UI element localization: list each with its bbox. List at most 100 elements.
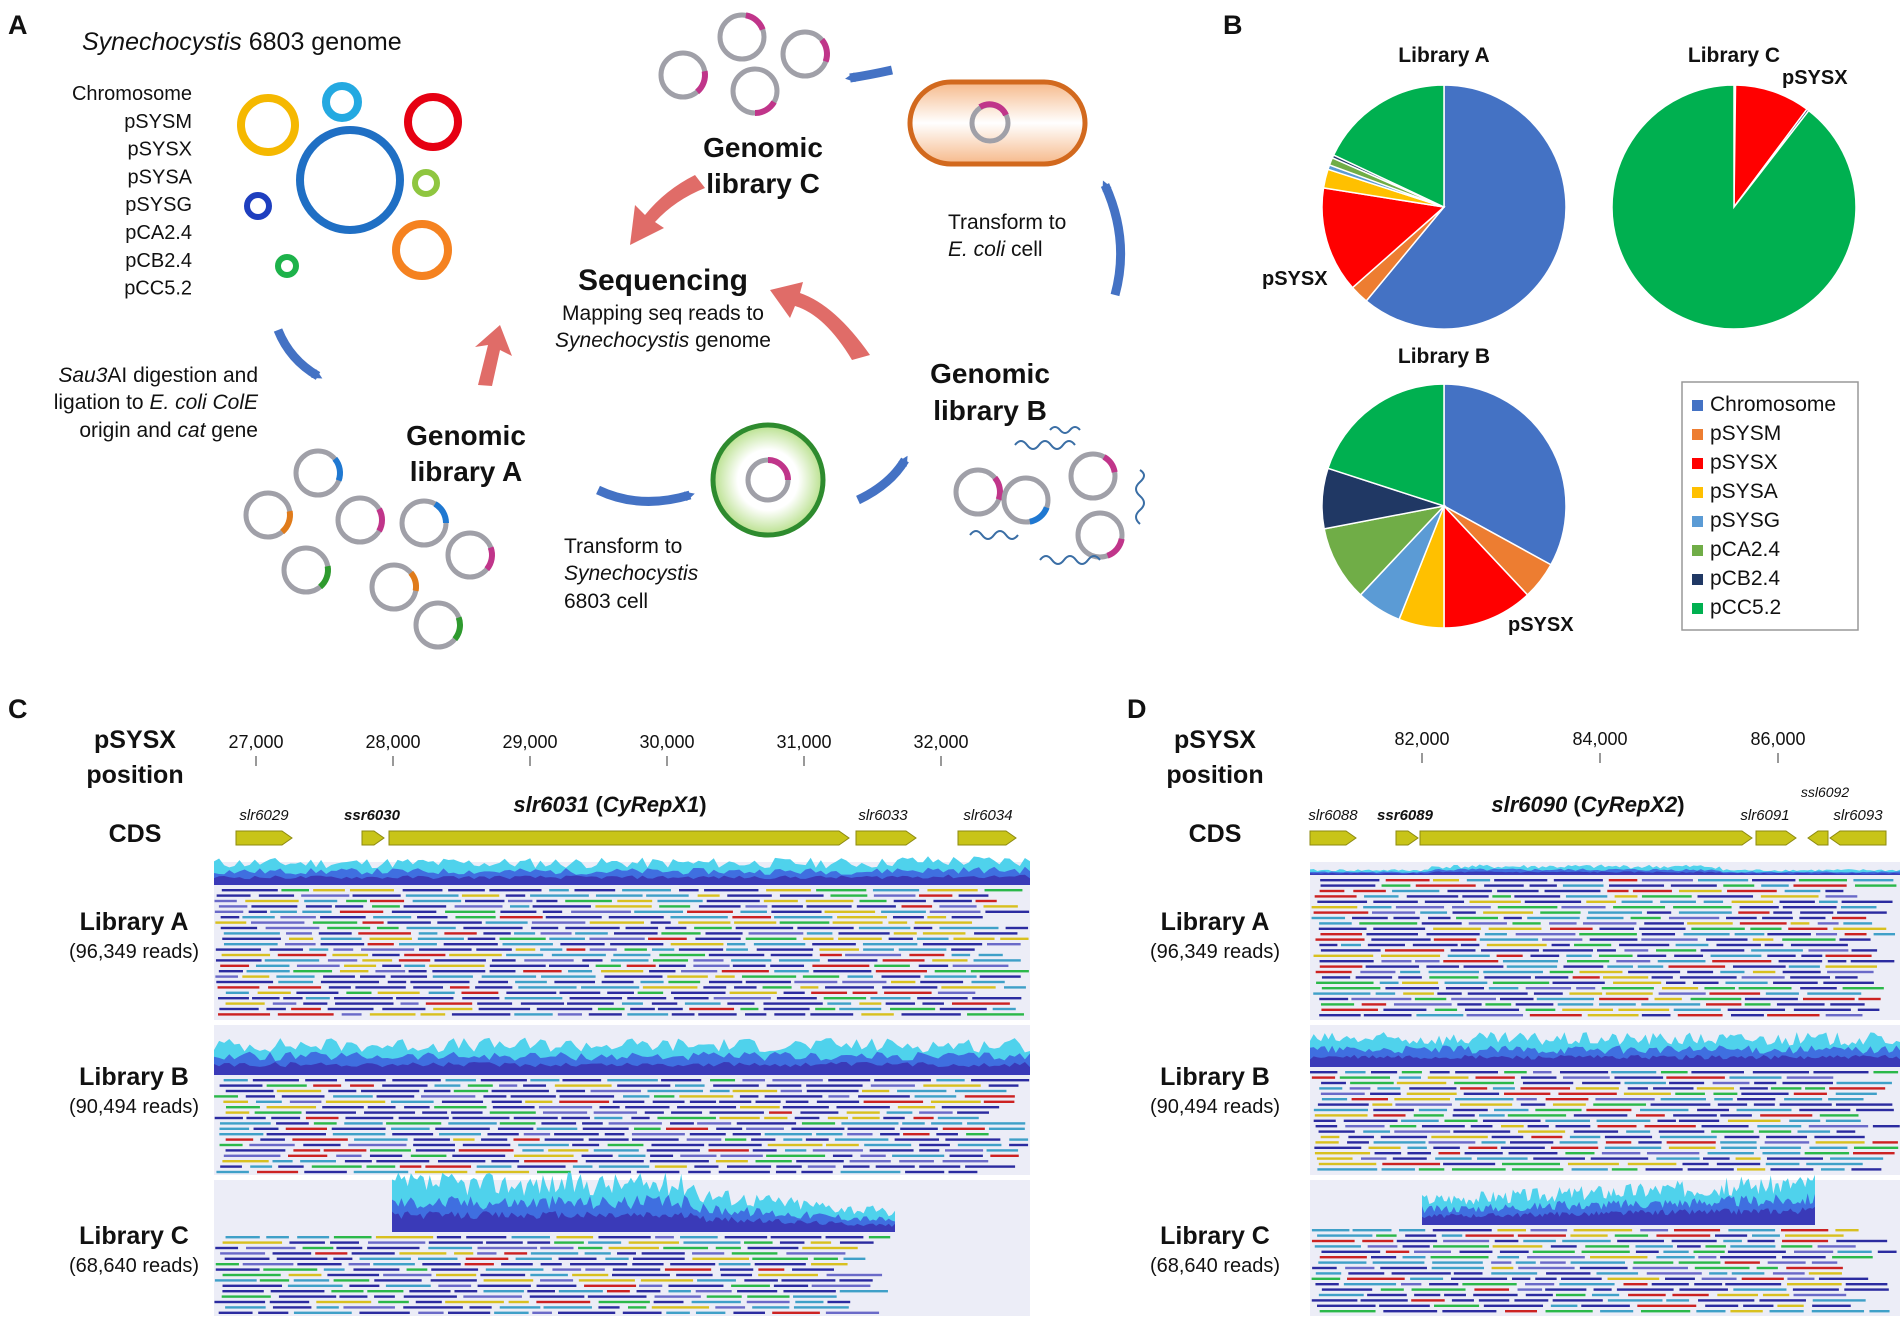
panel-d-track-labels: Library A(96,349 reads)Library B(90,494 … [1150, 908, 1280, 1277]
library-c-plasmids [658, 12, 830, 116]
replicon-name-7: pCC5.2 [124, 278, 192, 300]
legend-swatch-6 [1692, 574, 1703, 585]
panel-c-coverage-library-c [214, 1172, 1030, 1316]
seq-arrow-from-c [630, 175, 705, 245]
to-library-b-arrow [856, 455, 909, 505]
gene-label-ssr6089: ssr6089 [1377, 807, 1434, 824]
library-c-title-1: Genomic [703, 132, 823, 163]
transform-syn-text-3: 6803 cell [564, 590, 648, 613]
panel-c-track-reads-0: (96,349 reads) [69, 941, 199, 963]
panel-d-position-label-2: position [1166, 761, 1263, 789]
pie-legend: ChromosomepSYSMpSYSXpSYSApSYSGpCA2.4pCB2… [1681, 381, 1859, 631]
library-a-plasmid-6 [369, 562, 419, 612]
sequencing-text-1: Mapping seq reads to [562, 302, 764, 325]
panel-d-coverage-library-c [1310, 1174, 1900, 1316]
panel-c-coverage-tracks [214, 856, 1030, 1316]
gene-label-slr6091: slr6091 [1740, 807, 1789, 824]
panel-d-track-reads-1: (90,494 reads) [1150, 1096, 1280, 1118]
library-a-plasmid-1 [243, 490, 293, 540]
panel-c-position-tick-1: 28,000 [365, 732, 420, 752]
pie-c-title: Library C [1688, 44, 1780, 67]
panel-c-position-tick-4: 31,000 [776, 732, 831, 752]
gene-arrow-ssr6089 [1395, 830, 1419, 846]
library-a-plasmid-0 [293, 448, 343, 498]
legend-swatch-5 [1692, 545, 1703, 556]
pie-chart-library-a [1321, 84, 1567, 330]
panel-d-position-label-1: pSYSX [1174, 726, 1256, 754]
digestion-text-2: ligation to E. coli ColE [54, 391, 259, 414]
legend-label-3: pSYSA [1710, 480, 1778, 503]
legend-label-6: pCB2.4 [1710, 567, 1780, 590]
pie-b-title: Library B [1398, 345, 1490, 368]
gene-arrow-slr6031 [388, 830, 850, 846]
panel-d-coverage-library-a [1310, 862, 1900, 1020]
panel-b-letter: B [1223, 10, 1243, 40]
gene-label-slr6088: slr6088 [1308, 807, 1358, 824]
library-a-plasmid-4 [445, 530, 495, 580]
pcb24-circle [392, 220, 452, 280]
digestion-text-3: origin and cat gene [79, 419, 258, 442]
legend-swatch-0 [1692, 400, 1703, 411]
legend-swatch-1 [1692, 429, 1703, 440]
library-c-plasmid-0 [717, 12, 767, 62]
panel-c-track-name-0: Library A [80, 908, 189, 936]
gene-arrow-ssl6092 [1807, 830, 1829, 846]
gene-label-slr6093: slr6093 [1833, 807, 1883, 824]
legend-swatch-2 [1692, 458, 1703, 469]
panel-d-cds-label: CDS [1189, 820, 1242, 848]
legend-swatch-4 [1692, 516, 1703, 527]
legend-swatch-3 [1692, 487, 1703, 498]
panel-c-letter: C [8, 694, 28, 724]
chromosome-circle [296, 126, 404, 234]
library-a-title-1: Genomic [406, 420, 526, 451]
panel-d-track-reads-0: (96,349 reads) [1150, 941, 1280, 963]
gene-arrow-slr6093 [1829, 830, 1887, 846]
library-b-plasmid-2 [1068, 451, 1118, 501]
panel-d-track-name-2: Library C [1160, 1222, 1270, 1250]
panel-c-track-name-1: Library B [79, 1063, 189, 1091]
library-b-plasmids [953, 451, 1125, 560]
gene-arrow-slr6090 [1419, 830, 1753, 846]
transform-syn-arrow [596, 485, 695, 506]
panel-d-track-name-0: Library A [1161, 908, 1270, 936]
pie-slice-pcc52 [1327, 383, 1445, 508]
gene-arrow-slr6088 [1309, 830, 1357, 846]
digestion-arrow [273, 328, 323, 380]
replicon-name-6: pCB2.4 [125, 250, 192, 272]
pie-b-psysx-label: pSYSX [1508, 614, 1574, 636]
panel-c-cds-label: CDS [109, 820, 162, 848]
pie-slice-chromosome [1443, 383, 1567, 566]
library-b-plasmid-3 [1075, 510, 1125, 560]
pie-slice-pcc52 [1332, 84, 1445, 209]
panel-c-track-labels: Library A (96,349 reads) Library B (90,494 … [69, 908, 199, 1277]
library-b-dna-fragments [969, 426, 1145, 565]
panel-c-coverage-library-b [214, 1025, 1030, 1175]
pie-c-psysx-label: pSYSX [1782, 67, 1848, 89]
replicon-name-5: pCA2.4 [125, 222, 192, 244]
gene-label-slr6033: slr6033 [858, 807, 908, 824]
panel-c-position-tick-2: 29,000 [502, 732, 557, 752]
transform-ecoli-text-1: Transform to [948, 211, 1066, 234]
panel-c-position-tick-5: 32,000 [913, 732, 968, 752]
library-a-plasmid-7 [413, 600, 463, 650]
library-a-plasmids [243, 448, 495, 650]
pie-chart-library-b [1321, 383, 1567, 629]
legend-label-5: pCA2.4 [1710, 538, 1780, 561]
panel-c-position-tick-3: 30,000 [639, 732, 694, 752]
gene-label-slr6034: slr6034 [963, 807, 1012, 824]
panel-c-track-reads-1: (90,494 reads) [69, 1096, 199, 1118]
replicon-name-1: pSYSM [124, 111, 192, 133]
library-c-plasmid-1 [780, 29, 830, 79]
library-b-title-1: Genomic [930, 358, 1050, 389]
gene-arrow-slr6091 [1755, 830, 1797, 846]
legend-box [1681, 381, 1859, 631]
replicon-name-2: pSYSX [128, 139, 192, 161]
transform-ecoli-arrow [1100, 180, 1126, 297]
pie-slice-psysx [1443, 504, 1529, 629]
seq-arrow-from-a [475, 325, 512, 386]
gene-arrow-slr6034 [957, 830, 1017, 846]
